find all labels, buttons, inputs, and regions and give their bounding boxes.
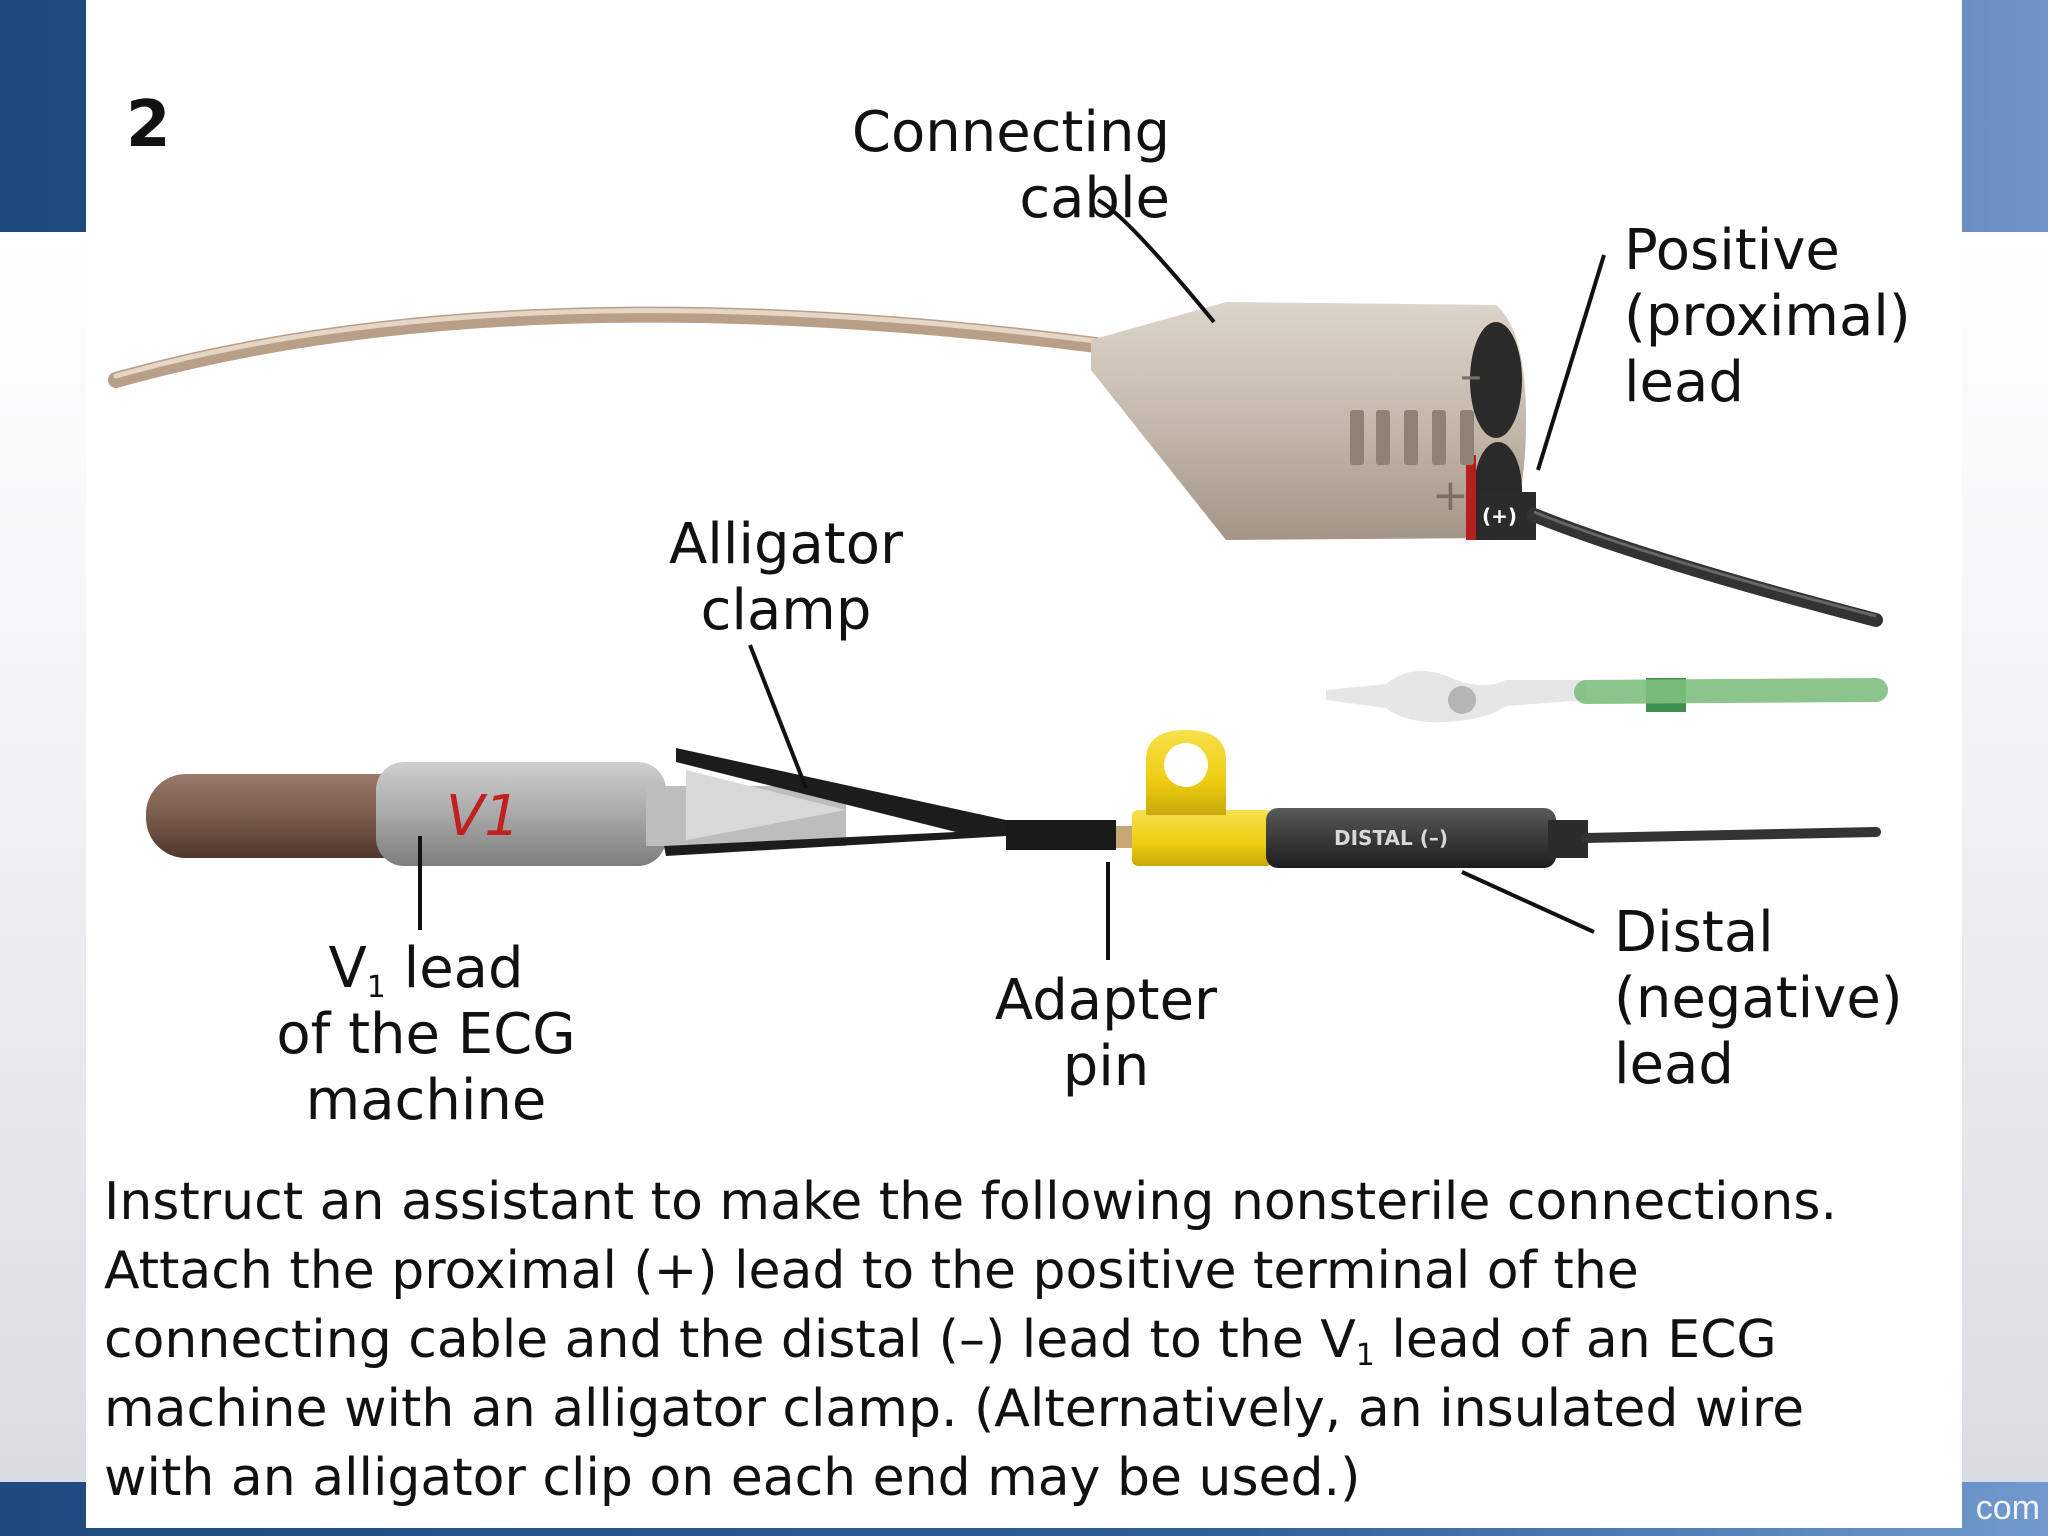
caption-line-5: with an alligator clip on each end may b… — [104, 1448, 1361, 1508]
positive-lead-cable — [1476, 492, 1883, 627]
figure-panel: + – (+) V1 — [86, 0, 1962, 1528]
green-lead — [1326, 670, 1888, 723]
figure-number: 2 — [126, 88, 171, 162]
figure-caption: Instruct an assistant to make the follow… — [104, 1168, 1954, 1513]
caption-line-1: Instruct an assistant to make the follow… — [104, 1172, 1838, 1232]
label-connecting-cable: Connecting cable — [851, 100, 1170, 231]
label-positive-lead: Positive (proximal) lead — [1624, 218, 1911, 415]
watermark-text: com — [1975, 1489, 2040, 1527]
leader-distal-lead — [1461, 870, 1595, 934]
distal-lead — [1266, 808, 1881, 868]
v1-lead-subscript: 1 — [366, 970, 386, 1005]
caption-line-3: connecting cable and the distal (–) lead… — [104, 1306, 1954, 1375]
v1-lead-rest: lead of the ECG machine — [276, 936, 576, 1133]
caption-line-4: machine with an alligator clamp. (Altern… — [104, 1379, 1805, 1439]
caption-line-3-subscript: 1 — [1355, 1338, 1375, 1373]
leader-alligator-clamp — [748, 644, 808, 789]
v1-sleeve-mark: V1 — [446, 784, 520, 849]
v1-lead-v: V — [328, 936, 367, 1001]
label-distal-lead: Distal (negative) lead — [1614, 900, 1903, 1097]
connecting-cable-wire — [108, 306, 1104, 388]
caption-line-3-start: connecting cable and the distal (–) lead… — [104, 1310, 1356, 1370]
caption-line-3-end: lead of an ECG — [1374, 1310, 1777, 1370]
plus-sign-mark: + — [1432, 470, 1469, 521]
adapter-pin — [1116, 730, 1272, 866]
leader-positive-lead — [1536, 254, 1606, 471]
label-v1-lead: V1 lead of the ECG machine — [246, 936, 606, 1134]
device-illustration: + – (+) V1 — [108, 198, 1888, 960]
leader-lines — [418, 198, 1606, 960]
alligator-clamp — [664, 748, 1116, 856]
plus-tag-mark: (+) — [1482, 504, 1517, 528]
connecting-cable-body — [1091, 302, 1526, 540]
distal-sleeve-mark: DISTAL (–) — [1334, 826, 1448, 850]
leader-connecting-cable — [1097, 198, 1216, 324]
label-adapter-pin: Adapter pin — [994, 968, 1218, 1099]
label-alligator-clamp: Alligator clamp — [668, 512, 904, 643]
caption-line-2: Attach the proximal (+) lead to the posi… — [104, 1241, 1639, 1301]
v1-lead — [146, 762, 846, 866]
minus-sign-mark: – — [1460, 350, 1482, 401]
